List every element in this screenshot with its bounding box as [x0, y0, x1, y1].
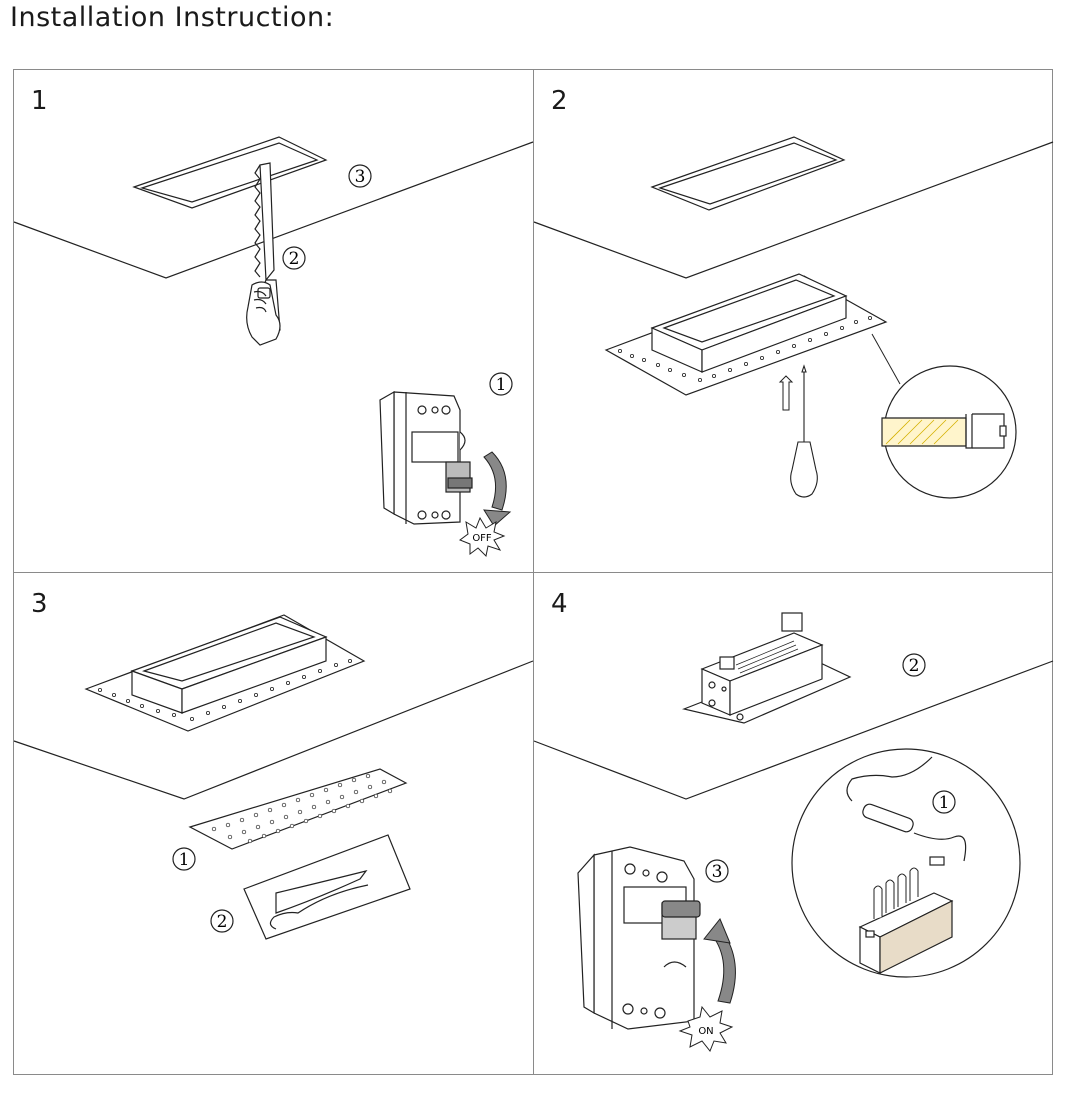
tape-holes: [211, 773, 393, 844]
step-4-illustration: 2 1 3: [533, 612, 1054, 1052]
step-4-callout-2: 2: [902, 653, 926, 677]
svg-text:2: 2: [289, 249, 300, 269]
ceiling-cutout: [132, 136, 328, 209]
ceiling-cutout: [650, 136, 846, 211]
step-4-callout-3: 3: [705, 859, 729, 883]
step-2-number: 2: [551, 86, 568, 116]
saw-icon: [246, 162, 281, 346]
perforated-tape: [188, 768, 408, 850]
off-arrow-icon: [483, 451, 512, 527]
step-1-callout-3: 3: [348, 164, 372, 188]
svg-text:1: 1: [939, 793, 950, 813]
svg-text:1: 1: [496, 375, 507, 395]
ceiling-edge: [13, 660, 534, 800]
step-4-number: 4: [551, 589, 568, 619]
step-3-illustration: 1 2: [13, 614, 534, 940]
svg-text:3: 3: [712, 862, 723, 882]
step-2-illustration: [533, 136, 1054, 499]
on-label: ON: [698, 1026, 713, 1037]
circuit-breaker-off: [379, 390, 473, 525]
step-4-callout-1: 1: [932, 790, 956, 814]
step-1-illustration: 3 2 1 OFF: [13, 136, 534, 558]
ceiling-edge: [533, 141, 1054, 279]
driver-housing: [681, 612, 852, 724]
driver-detail-magnifier: [791, 748, 1021, 978]
up-arrow-icon: [778, 375, 794, 411]
screwdriver-icon: [790, 364, 818, 498]
svg-text:2: 2: [909, 656, 920, 676]
svg-text:2: 2: [217, 912, 228, 932]
trowel-icon: [243, 834, 411, 940]
flange-holes: [618, 315, 872, 382]
step-1-callout-1: 1: [489, 372, 513, 396]
ceiling-edge: [533, 660, 1054, 800]
detail-magnifier: [881, 365, 1017, 499]
step-3-callout-2: 2: [210, 909, 234, 933]
flange-holes: [98, 659, 352, 721]
on-starburst-icon: ON: [678, 1005, 734, 1052]
on-arrow-icon: [703, 918, 736, 1004]
off-label: OFF: [472, 533, 492, 544]
step-3-callout-1: 1: [172, 847, 196, 871]
ceiling-edge: [13, 141, 534, 279]
svg-text:1: 1: [179, 850, 190, 870]
step-3-number: 3: [31, 589, 48, 619]
svg-text:3: 3: [355, 167, 366, 187]
off-starburst-icon: OFF: [458, 516, 506, 558]
step-1-callout-2: 2: [282, 246, 306, 270]
page-title: Installation Instruction:: [10, 2, 335, 33]
grid-divider-horizontal: [13, 572, 1053, 573]
circuit-breaker-on: [577, 846, 701, 1030]
step-1-number: 1: [31, 86, 48, 116]
